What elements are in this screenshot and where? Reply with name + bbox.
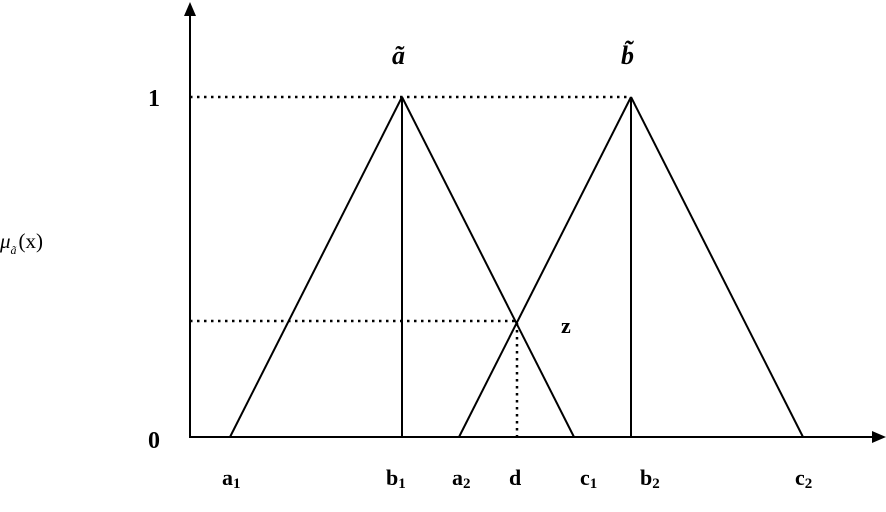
fuzzy-label-b: b̃ [621, 40, 634, 70]
y-axis-label-mu: μ [0, 229, 11, 253]
y-axis-label: μã(x) [0, 229, 43, 257]
x-label-a2: a2 [452, 465, 471, 492]
x-label-b2: b2 [640, 465, 660, 492]
triangle-a-left-edge [229, 96, 403, 438]
x-label-a1: a1 [222, 465, 241, 492]
triangle-b-right-edge [630, 96, 804, 438]
fuzzy-label-a: ã [392, 41, 405, 70]
y-axis-label-sub: ã [11, 243, 17, 257]
triangle-b-left-edge [458, 96, 632, 438]
x-label-b1: b1 [386, 465, 406, 492]
intersection-label: z [561, 313, 571, 338]
y-tick-zero: 0 [148, 428, 160, 454]
y-tick-one: 1 [148, 86, 160, 112]
x-label-c2: c2 [795, 465, 812, 492]
triangle-a-right-edge [401, 96, 575, 438]
y-axis-label-arg: (x) [19, 229, 44, 253]
x-label-c1: c1 [580, 465, 597, 492]
x-label-d: d [509, 465, 521, 490]
x-axis-arrow [872, 431, 886, 443]
y-axis-arrow [184, 2, 196, 16]
